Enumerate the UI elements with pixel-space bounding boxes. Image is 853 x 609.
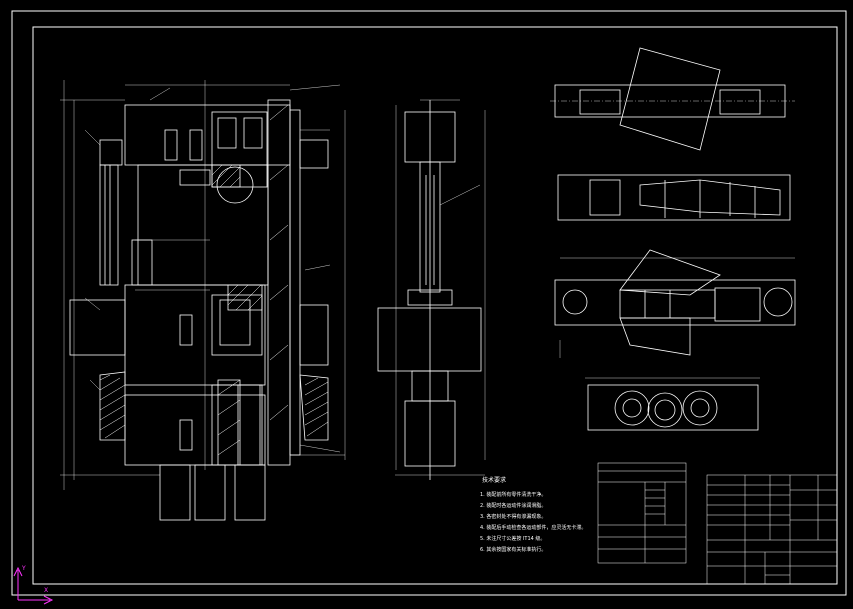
- ucs-icon: [13, 566, 54, 605]
- section-view-4: [585, 377, 760, 431]
- ucs-x-label: X: [44, 587, 49, 594]
- inner-frame: [32, 26, 838, 585]
- front-view-dimensions: [60, 80, 346, 490]
- front-view: [69, 99, 329, 521]
- technical-requirements-title: 技术要求: [482, 477, 507, 484]
- top-view-1: [550, 47, 795, 151]
- technical-requirement-4: 4. 装配后手动检查各运动部件，应灵活无卡滞。: [480, 525, 587, 531]
- side-view: [377, 100, 482, 480]
- title-block: [706, 474, 838, 585]
- ucs-y-label: Y: [22, 565, 26, 572]
- technical-requirement-5: 5. 未注尺寸公差按 IT14 级。: [480, 536, 546, 542]
- side-view-dimensions: [395, 99, 486, 476]
- technical-requirement-2: 2. 装配时各运动件涂润滑脂。: [480, 503, 547, 509]
- front-view-hatching: [99, 104, 329, 456]
- parts-table: [597, 462, 687, 564]
- section-view-3: [554, 249, 796, 358]
- technical-requirement-1: 1. 装配前所有零件清洗干净。: [480, 492, 547, 498]
- outer-frame: [11, 10, 847, 596]
- technical-requirement-6: 6. 其余按国家有关标准执行。: [480, 547, 547, 553]
- technical-requirement-3: 3. 各密封处不得有渗漏现象。: [480, 514, 547, 520]
- top-view-2: [557, 174, 791, 221]
